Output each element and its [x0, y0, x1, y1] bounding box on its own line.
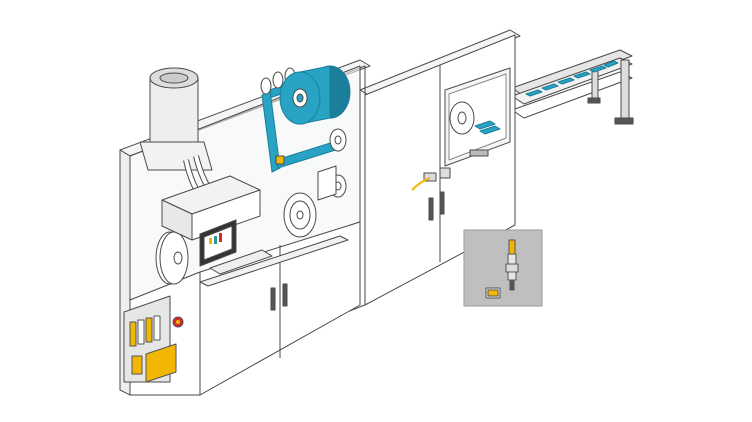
sensor-icon [411, 167, 451, 191]
film-roll-icon [279, 65, 351, 125]
actuator-icon [485, 287, 501, 299]
emergency-stop-icon [172, 316, 184, 328]
sealing-station [161, 175, 349, 287]
conveyor-products [525, 60, 619, 97]
electrical-cabinet [123, 295, 177, 383]
hmi-screen-icon [199, 219, 237, 267]
sensor-icon [505, 239, 519, 291]
film-roll-icon [317, 128, 347, 201]
film-roll-icon [449, 101, 475, 135]
door-handle-icon [428, 191, 445, 221]
sensor-detail-inset [463, 229, 543, 307]
film-roll-icon [155, 192, 317, 285]
door-handle-icon [270, 283, 288, 311]
output-conveyor [511, 49, 634, 125]
